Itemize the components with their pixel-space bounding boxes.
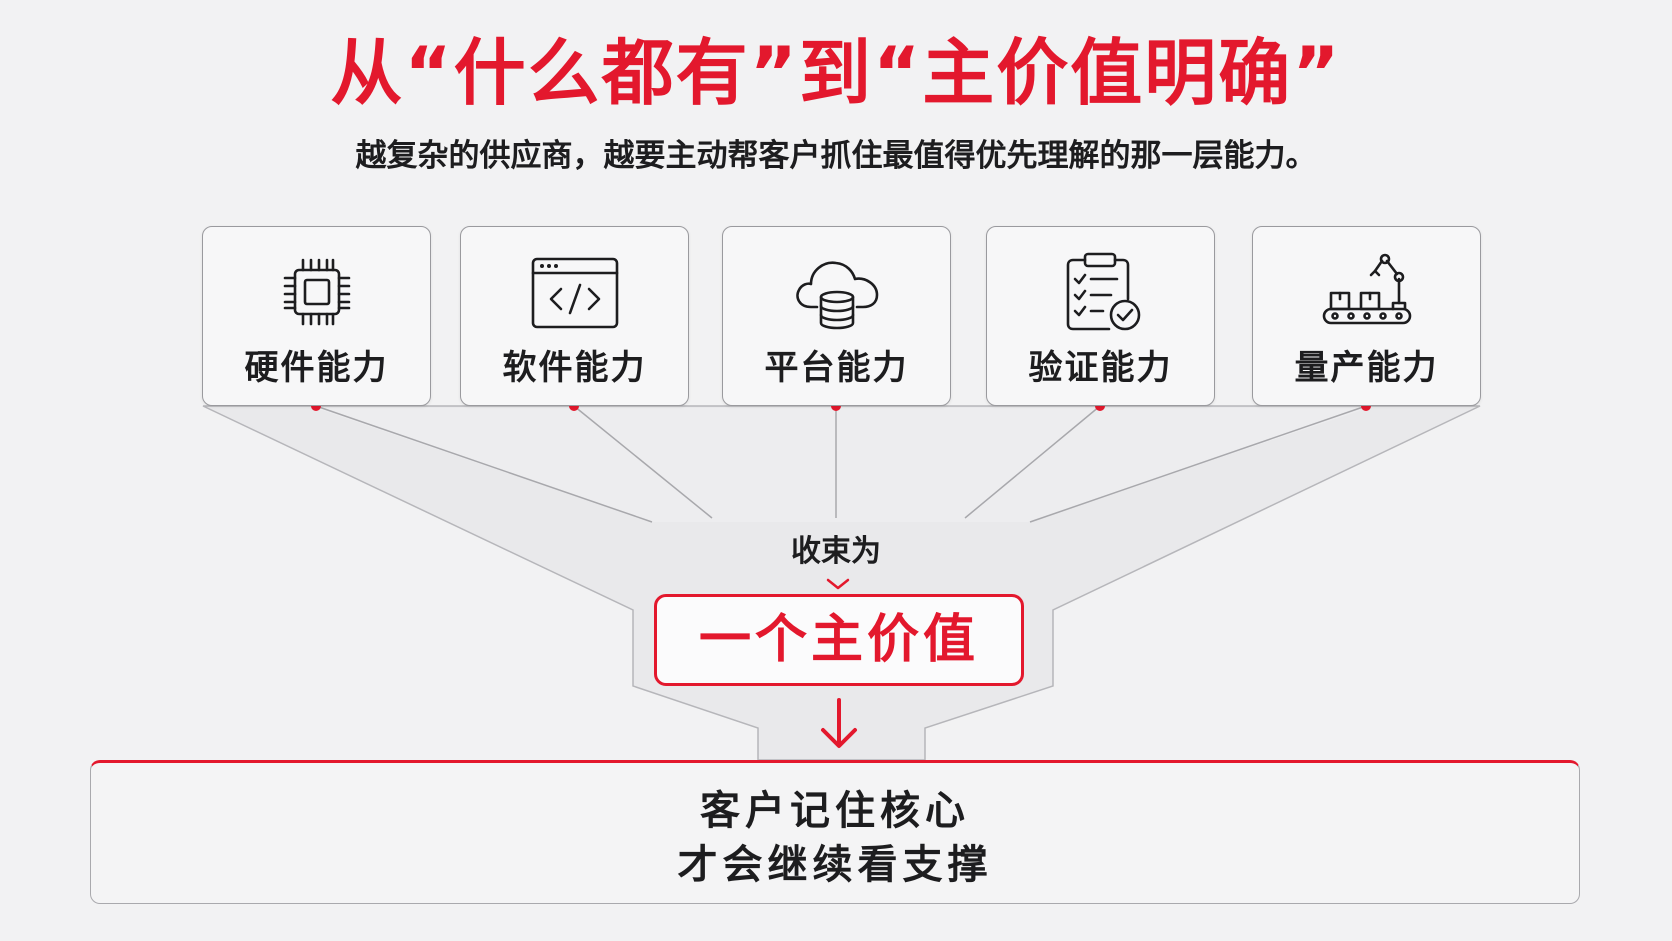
converge-label: 收束为 — [791, 534, 881, 569]
connector-line-production — [1029, 405, 1367, 523]
core-value-box: 一个主价值 — [654, 594, 1024, 686]
cloud-database-icon — [789, 249, 885, 335]
connector-line-hardware — [315, 405, 653, 523]
capability-card-hardware: 硬件能力 — [202, 226, 431, 406]
chip-icon — [269, 249, 365, 335]
capability-card-production: 量产能力 — [1252, 226, 1481, 406]
page-title: 从“什么都有”到“主价值明确” — [330, 31, 1342, 115]
arrow-down-icon — [821, 698, 857, 748]
page-subtitle: 越复杂的供应商，越要主动帮客户抓住最值得优先理解的那一层能力。 — [355, 138, 1317, 174]
code-window-icon — [527, 249, 623, 335]
connector-line-validation — [964, 405, 1101, 519]
capability-card-platform: 平台能力 — [722, 226, 951, 406]
capability-card-validation: 验证能力 — [986, 226, 1215, 406]
capability-label: 平台能力 — [764, 348, 909, 388]
capability-card-software: 软件能力 — [460, 226, 689, 406]
capability-label: 量产能力 — [1294, 348, 1439, 388]
connector-line-software — [573, 405, 713, 519]
capability-label: 软件能力 — [502, 348, 647, 388]
chevron-down-icon — [826, 578, 850, 590]
result-line-1: 客户记住核心 — [700, 788, 970, 834]
result-line-2: 才会继续看支撑 — [677, 842, 993, 888]
capability-label: 硬件能力 — [244, 348, 389, 388]
result-box: 客户记住核心 才会继续看支撑 — [90, 760, 1580, 904]
checklist-clipboard-icon — [1053, 249, 1149, 335]
production-line-icon — [1319, 249, 1415, 335]
capability-label: 验证能力 — [1028, 348, 1173, 388]
